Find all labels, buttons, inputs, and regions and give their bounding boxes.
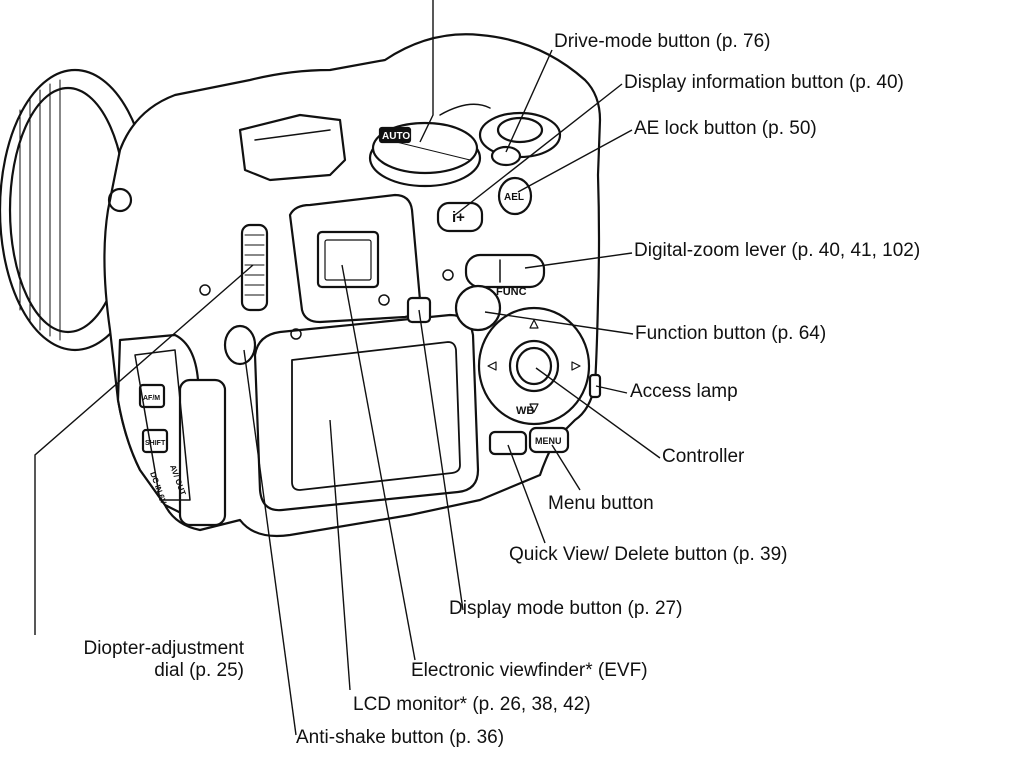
- leader-diopter: [34, 264, 254, 635]
- diopter-dial: [240, 223, 269, 312]
- leader-ae-lock: [517, 129, 633, 193]
- eyecup: [288, 193, 422, 324]
- function-button-label: Function button (p. 64): [635, 323, 827, 344]
- diopter-label-line1: Diopter-adjustment: [83, 638, 244, 659]
- anti-shake-label: Anti-shake button (p. 36): [296, 727, 505, 748]
- leader-access-lamp: [595, 385, 628, 394]
- evf-window: [316, 230, 380, 289]
- menu-key: [528, 426, 570, 454]
- access-lamp-light: [588, 373, 602, 399]
- shift-key: [141, 428, 169, 454]
- mode-dial: [368, 121, 482, 188]
- menu-key-label: MENU: [535, 436, 562, 446]
- auto-mark: AUTO: [382, 131, 410, 142]
- display-info-label: Display information button (p. 40): [624, 72, 904, 93]
- function-key: [454, 284, 502, 332]
- ae-lock-key: [497, 176, 533, 216]
- lcd-screen: [291, 341, 461, 491]
- info-key: [436, 201, 484, 233]
- menu-button-label: Menu button: [548, 493, 654, 514]
- leader-digital-zoom: [524, 252, 633, 269]
- lcd-monitor-label: LCD monitor* (p. 26, 38, 42): [353, 694, 591, 715]
- leader-controller: [535, 367, 661, 459]
- leader-evf: [341, 264, 416, 661]
- quick-view-label: Quick View/ Delete button (p. 39): [509, 544, 788, 565]
- drive-mode-label: Drive-mode button (p. 76): [554, 31, 771, 52]
- leader-menu: [551, 444, 581, 491]
- access-lamp-label: Access lamp: [630, 381, 738, 402]
- shift-key-label: SHIFT: [145, 440, 166, 447]
- func-label: FUNC: [496, 286, 527, 298]
- leader-anti-shake: [243, 349, 297, 736]
- ae-lock-label: AE lock button (p. 50): [634, 118, 817, 139]
- leader-display-info: [454, 83, 623, 216]
- controller-label: Controller: [662, 446, 745, 467]
- drive-mode-key: [490, 145, 522, 167]
- leader-mode-dial: [419, 0, 434, 143]
- controller-pad: [477, 306, 591, 426]
- display-mode-label: Display mode button (p. 27): [449, 598, 683, 619]
- info-key-label: i+: [452, 209, 465, 226]
- evf-label: Electronic viewfinder* (EVF): [411, 660, 648, 681]
- afm-key-label: AF/M: [143, 395, 160, 402]
- leader-quick-view: [507, 444, 546, 544]
- diopter-label-line2: dial (p. 25): [154, 660, 244, 681]
- diopter-label: Diopter-adjustment dial (p. 25): [8, 638, 244, 682]
- wb-label: WB: [516, 405, 534, 417]
- ael-key-label: AEL: [504, 192, 524, 203]
- quick-view-key: [488, 430, 528, 456]
- camera-illustration: [0, 33, 602, 538]
- leader-lcd: [329, 419, 351, 691]
- leader-drive-mode: [505, 49, 553, 153]
- leader-lines: [34, 0, 661, 736]
- digital-zoom-label: Digital-zoom lever (p. 40, 41, 102): [634, 240, 921, 261]
- lcd-monitor-frame: [253, 313, 480, 512]
- digital-zoom-key: [464, 253, 546, 289]
- leader-display-mode: [418, 309, 464, 611]
- leader-function: [484, 311, 634, 335]
- af-m-key: [138, 383, 166, 409]
- anti-shake-key: [223, 324, 257, 366]
